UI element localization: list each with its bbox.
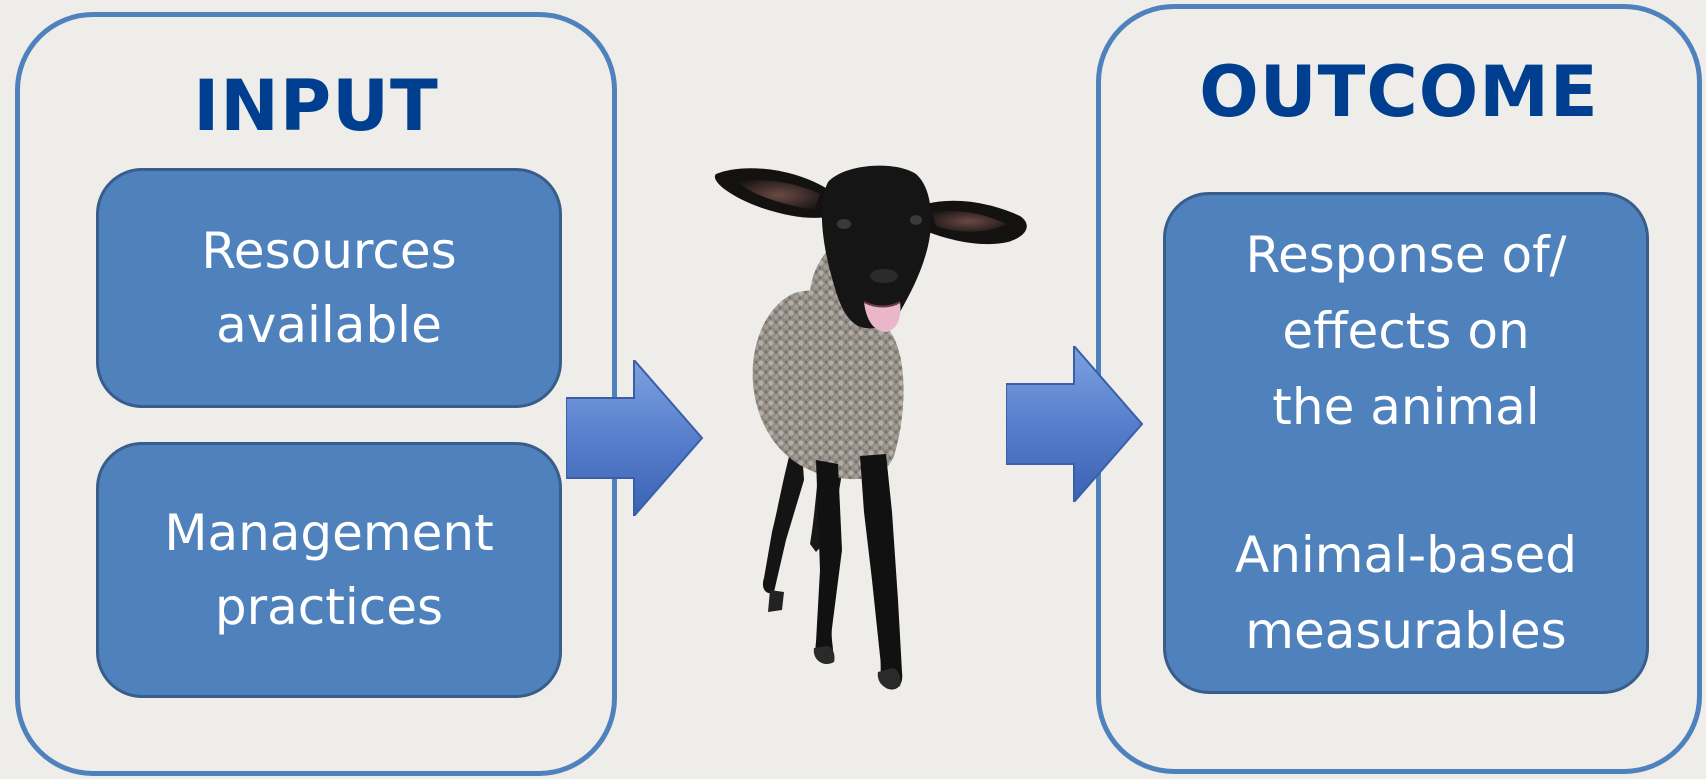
response-effects-box: Response of/ effects on the animal Anima… <box>1163 192 1649 694</box>
response-line-1: Response of/ <box>1245 217 1566 293</box>
resources-line-2: available <box>216 288 442 362</box>
input-panel: INPUT Resources available Management pra… <box>15 12 617 776</box>
outcome-panel: OUTCOME Response of/ effects on the anim… <box>1096 4 1702 774</box>
management-practices-box: Management practices <box>96 442 562 698</box>
arrow-right-icon <box>566 360 704 516</box>
measurables-line-2: measurables <box>1245 593 1566 669</box>
response-line-3: the animal <box>1272 369 1539 445</box>
lamb-image <box>688 160 1138 736</box>
management-line-2: practices <box>215 570 443 644</box>
input-title: INPUT <box>20 71 612 141</box>
outcome-title: OUTCOME <box>1101 57 1697 127</box>
measurables-line-1: Animal-based <box>1235 517 1577 593</box>
resources-available-box: Resources available <box>96 168 562 408</box>
response-line-2: effects on <box>1282 293 1529 369</box>
management-line-1: Management <box>164 496 493 570</box>
resources-line-1: Resources <box>201 214 456 288</box>
